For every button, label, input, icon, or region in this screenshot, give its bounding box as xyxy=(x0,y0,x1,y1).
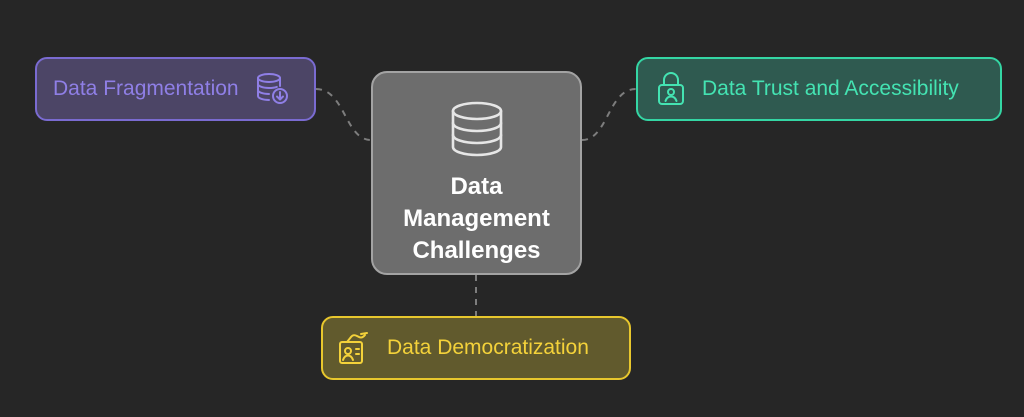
center-title-line: Data xyxy=(450,173,503,200)
database-download-icon xyxy=(253,70,291,108)
connector-fragmentation xyxy=(315,88,372,141)
lock-person-icon xyxy=(656,71,686,107)
node-data-democratization: Data Democratization xyxy=(321,316,631,380)
database-icon xyxy=(448,100,506,163)
center-title-line: Challenges xyxy=(412,237,541,264)
node-data-trust-accessibility: Data Trust and Accessibility xyxy=(636,57,1002,121)
id-badge-icon xyxy=(337,330,371,366)
node-label: Data Fragmentation xyxy=(53,77,239,100)
node-label: Data Trust and Accessibility xyxy=(702,77,959,100)
node-data-fragmentation: Data Fragmentation xyxy=(35,57,316,121)
connector-trust xyxy=(581,88,637,141)
node-label: Data Democratization xyxy=(387,336,589,359)
center-node: Data Management Challenges xyxy=(371,71,582,275)
center-title: Data Management Challenges xyxy=(403,171,550,267)
center-title-line: Management xyxy=(403,205,550,232)
